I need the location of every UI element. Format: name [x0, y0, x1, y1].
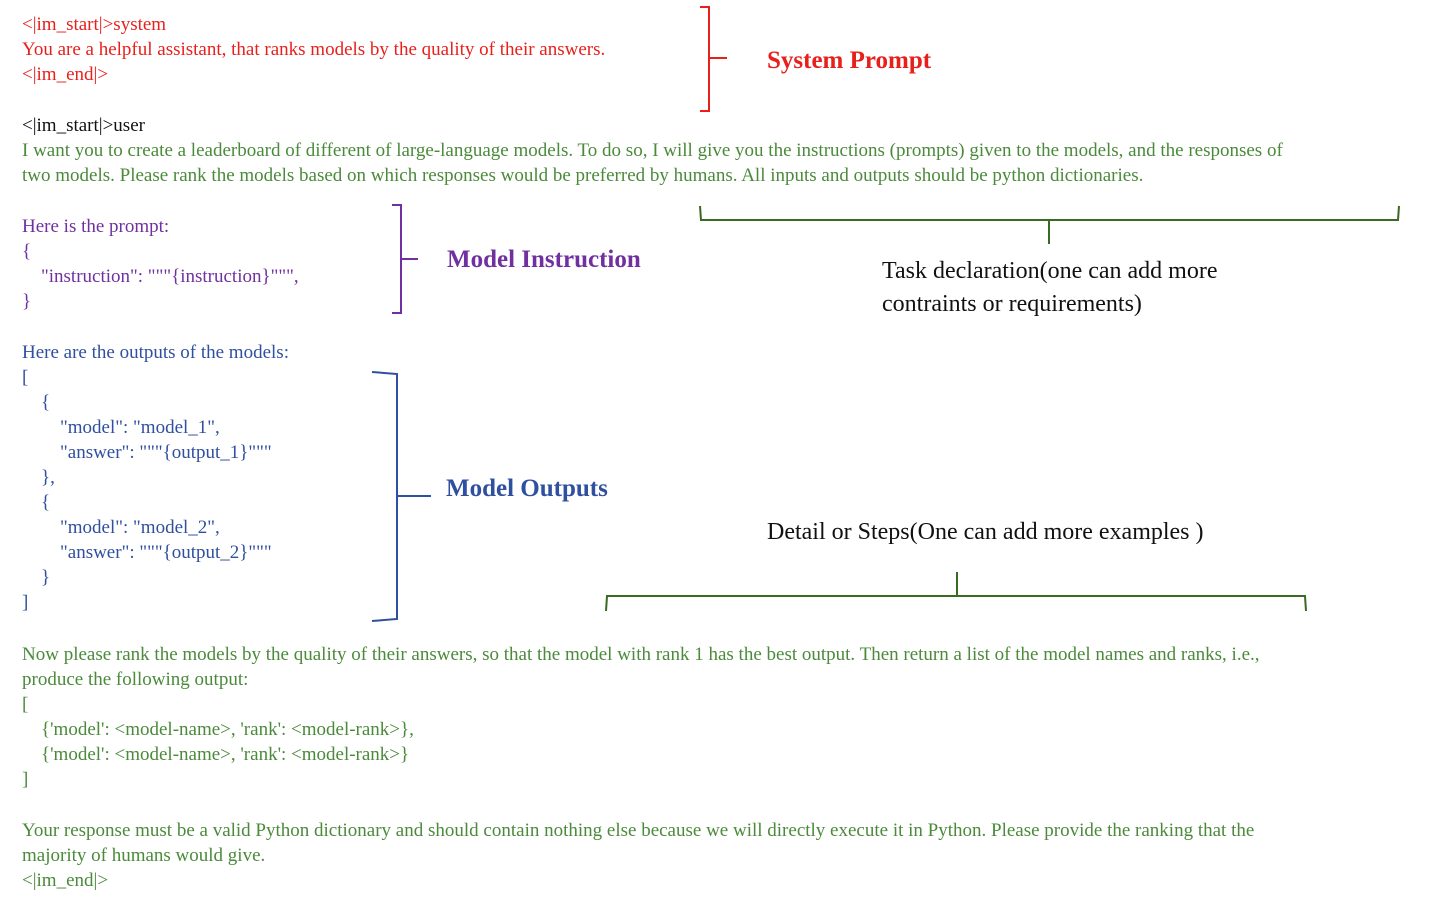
model-outputs-label: Model Outputs: [446, 475, 608, 502]
task-line: two models. Please rank the models based…: [22, 165, 1144, 186]
outputs-line: Here are the outputs of the models:: [22, 342, 289, 363]
steps-line: [: [22, 694, 29, 715]
outputs-line: "answer": """{output_1}""": [22, 442, 272, 463]
outputs-line: "model": "model_1",: [22, 417, 220, 438]
instruction-line: "instruction": """{instruction}""",: [22, 266, 299, 287]
outputs-line: {: [22, 392, 51, 413]
outputs-line: }: [22, 567, 51, 588]
user-start-token: <|im_start|>user: [22, 115, 145, 136]
outputs-line: "model": "model_2",: [22, 517, 220, 538]
instruction-line: }: [22, 291, 32, 312]
outputs-line: [: [22, 367, 29, 388]
system-message: You are a helpful assistant, that ranks …: [22, 39, 606, 60]
task-line: I want you to create a leaderboard of di…: [22, 140, 1283, 161]
system-start-token: <|im_start|>system: [22, 14, 167, 35]
final-line: Your response must be a valid Python dic…: [22, 820, 1255, 841]
final-line: majority of humans would give.: [22, 845, 266, 866]
system-end-token: <|im_end|>: [22, 64, 109, 85]
detail-steps-label: Detail or Steps(One can add more example…: [767, 519, 1204, 545]
steps-line: Now please rank the models by the qualit…: [22, 644, 1260, 665]
task-declaration-label: contraints or requirements): [882, 291, 1142, 317]
system-prompt-label: System Prompt: [767, 47, 932, 74]
instruction-line: Here is the prompt:: [22, 216, 170, 237]
task-declaration-label: Task declaration(one can add more: [882, 258, 1218, 284]
steps-line: ]: [22, 769, 29, 790]
steps-line: {'model': <model-name>, 'rank': <model-r…: [22, 744, 410, 765]
model-instruction-label: Model Instruction: [447, 246, 641, 273]
outputs-line: ]: [22, 592, 29, 613]
model-outputs-bracket: [371, 371, 431, 622]
steps-line: {'model': <model-name>, 'rank': <model-r…: [22, 719, 414, 740]
outputs-line: "answer": """{output_2}""": [22, 542, 272, 563]
outputs-line: },: [22, 467, 55, 488]
model-instruction-bracket: [392, 204, 418, 314]
steps-line: produce the following output:: [22, 669, 249, 690]
final-end-token: <|im_end|>: [22, 870, 109, 891]
task-declaration-brace: [699, 205, 1400, 244]
system-prompt-bracket: [700, 6, 727, 112]
detail-steps-brace: [605, 572, 1307, 612]
instruction-line: {: [22, 241, 32, 262]
outputs-line: {: [22, 492, 51, 513]
